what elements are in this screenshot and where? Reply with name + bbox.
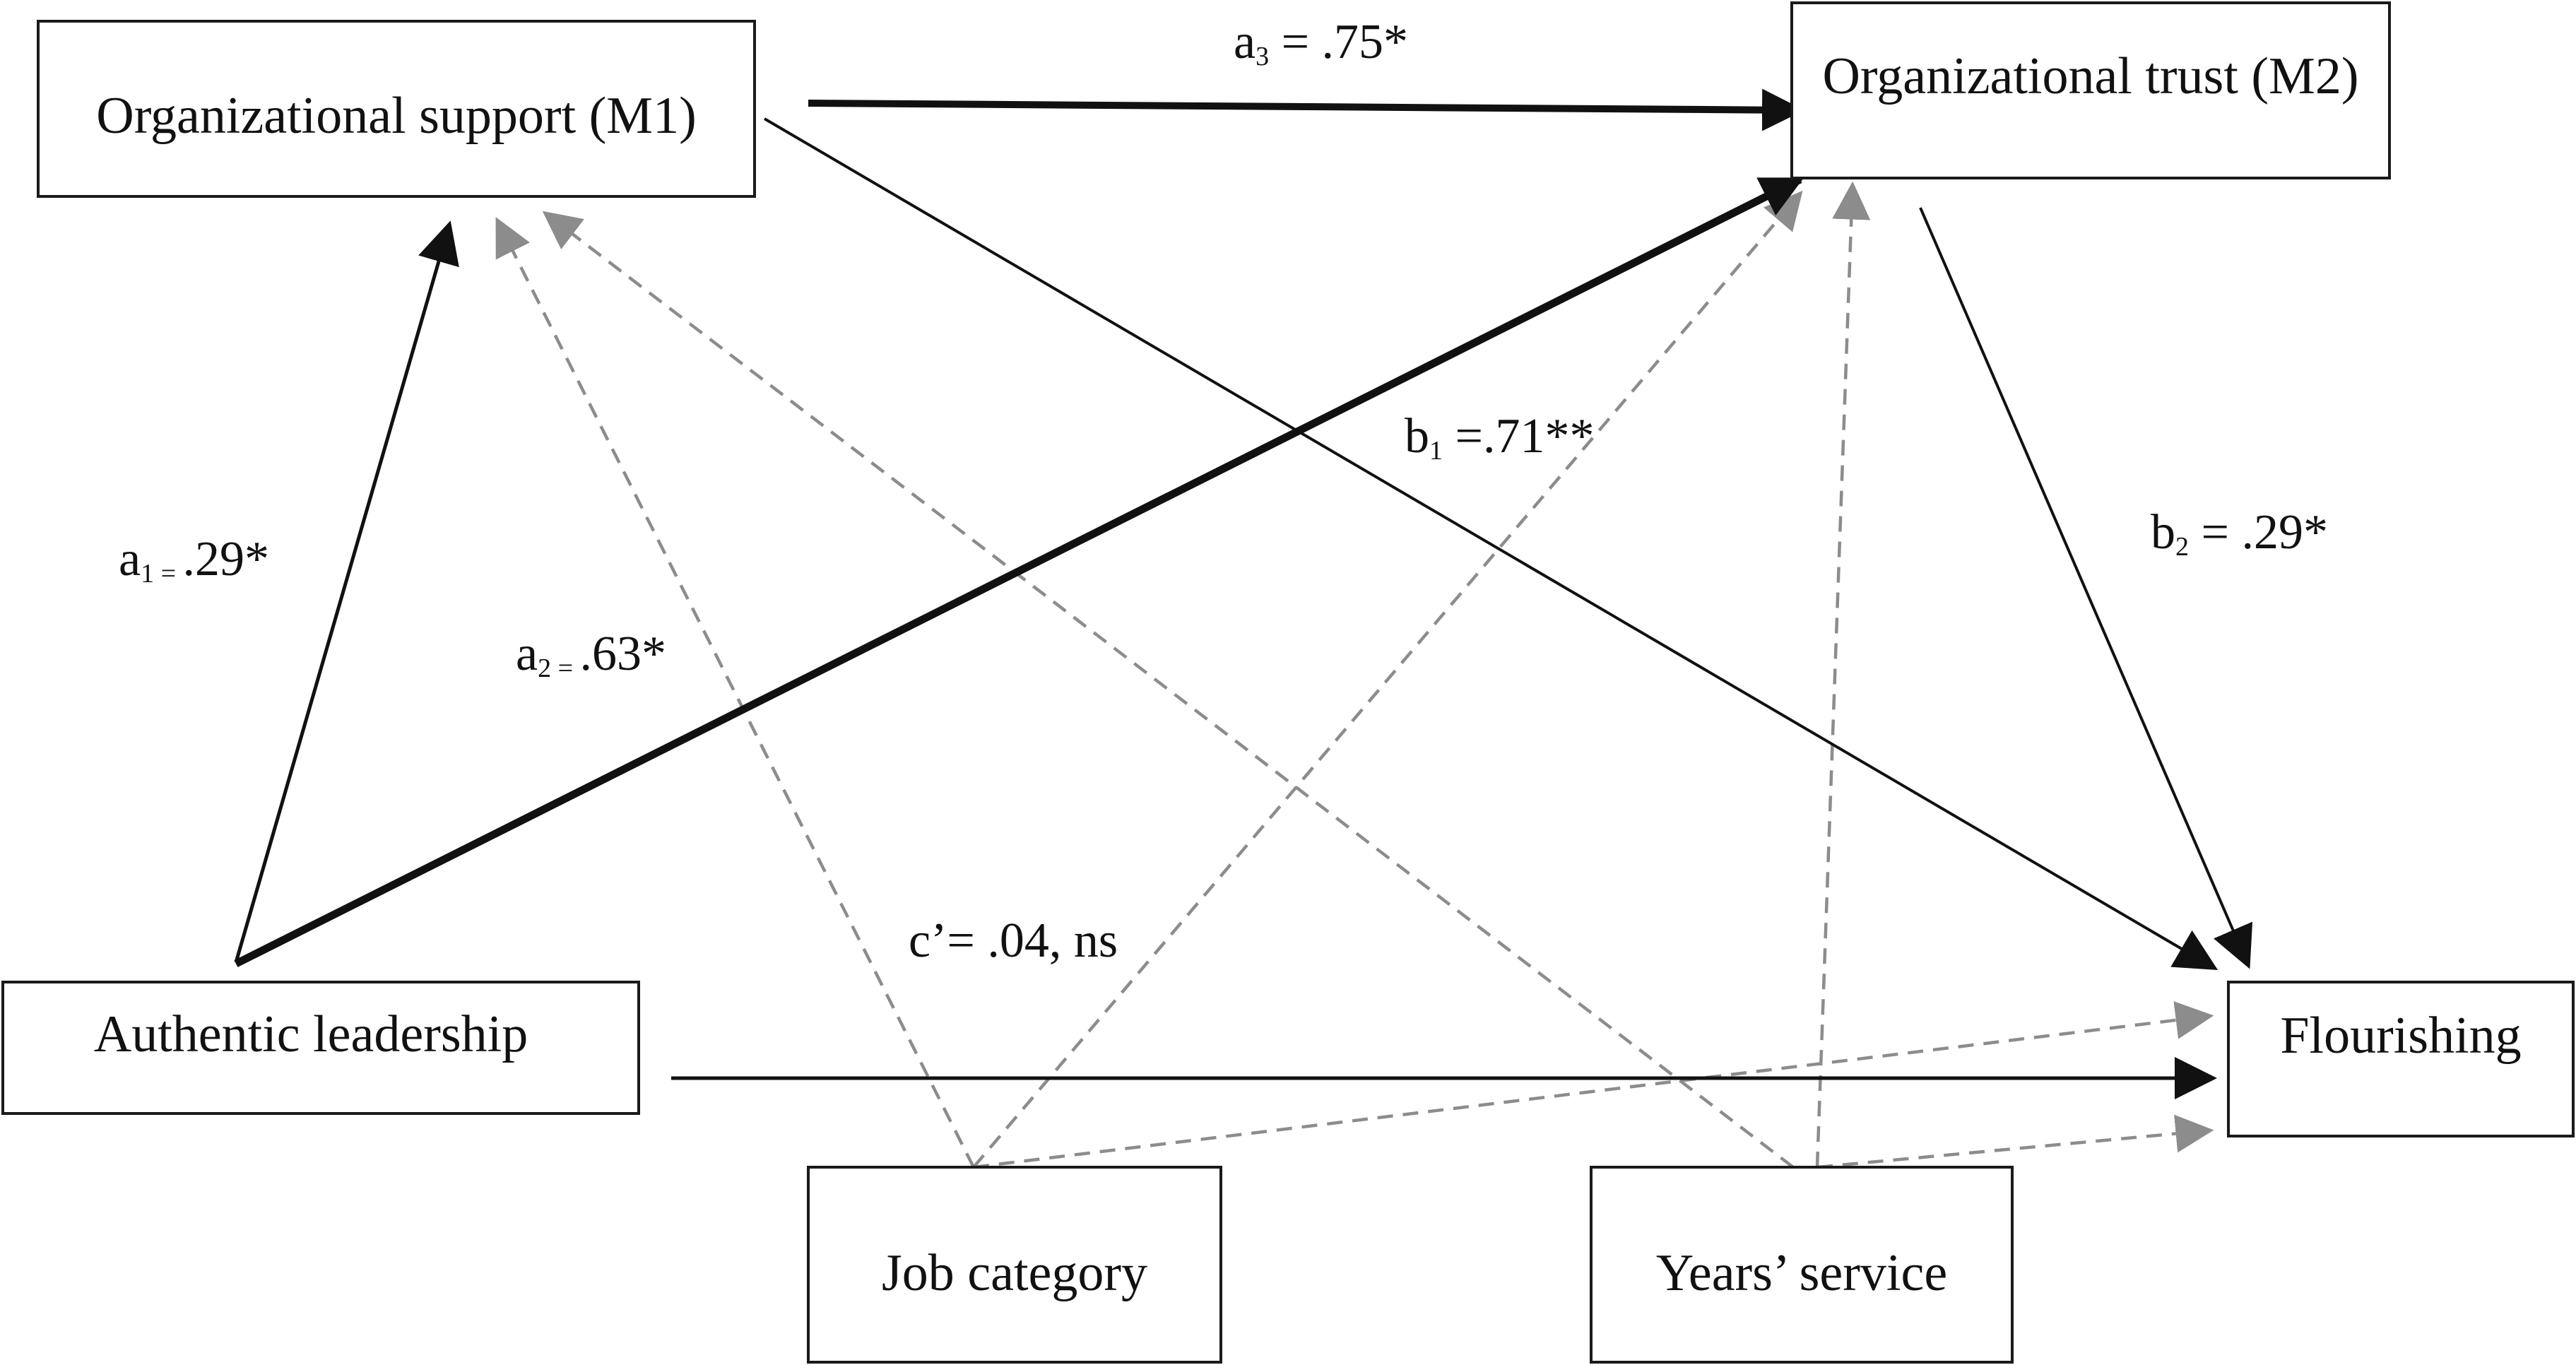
node-job-category: Job category bbox=[807, 1166, 1222, 1364]
node-years-service-label: Years’ service bbox=[1656, 1244, 1947, 1302]
path-a1 bbox=[234, 220, 459, 963]
label-c-prime: c’= .04, ns bbox=[909, 914, 1118, 968]
label-a2: a2 = .63* bbox=[516, 627, 666, 683]
path-years-service-to-org-support bbox=[542, 211, 1795, 1169]
control-paths bbox=[495, 181, 2214, 1169]
path-b1 bbox=[763, 117, 2218, 971]
node-flourishing-label: Flourishing bbox=[2280, 1007, 2521, 1065]
node-authentic-leadership-label: Authentic leadership bbox=[94, 1005, 528, 1063]
path-a2 bbox=[234, 176, 1804, 967]
node-years-service: Years’ service bbox=[1590, 1166, 2014, 1364]
path-years-service-to-flourishing bbox=[1816, 1114, 2214, 1169]
node-org-support-label: Organizational support (M1) bbox=[96, 87, 696, 145]
path-a3 bbox=[808, 88, 1804, 131]
label-a1: a1 = .29* bbox=[119, 532, 269, 589]
node-org-trust-label: Organizational trust (M2) bbox=[1822, 47, 2358, 105]
label-b1: b1 =.71** bbox=[1405, 409, 1594, 466]
path-job-category-to-flourishing bbox=[973, 1001, 2214, 1169]
node-flourishing: Flourishing bbox=[2227, 981, 2575, 1138]
structural-paths bbox=[234, 88, 2253, 1099]
path-job-category-to-org-trust bbox=[972, 190, 1803, 1169]
node-job-category-label: Job category bbox=[882, 1244, 1147, 1302]
node-authentic-leadership: Authentic leadership bbox=[1, 981, 640, 1115]
path-b2 bbox=[1919, 207, 2253, 969]
node-org-support: Organizational support (M1) bbox=[37, 20, 756, 198]
label-b2: b2 = .29* bbox=[2151, 505, 2328, 562]
node-org-trust: Organizational trust (M2) bbox=[1790, 1, 2391, 179]
path-years-service-to-org-trust bbox=[1815, 181, 1871, 1168]
label-a3: a3 = .75* bbox=[1234, 15, 1408, 71]
